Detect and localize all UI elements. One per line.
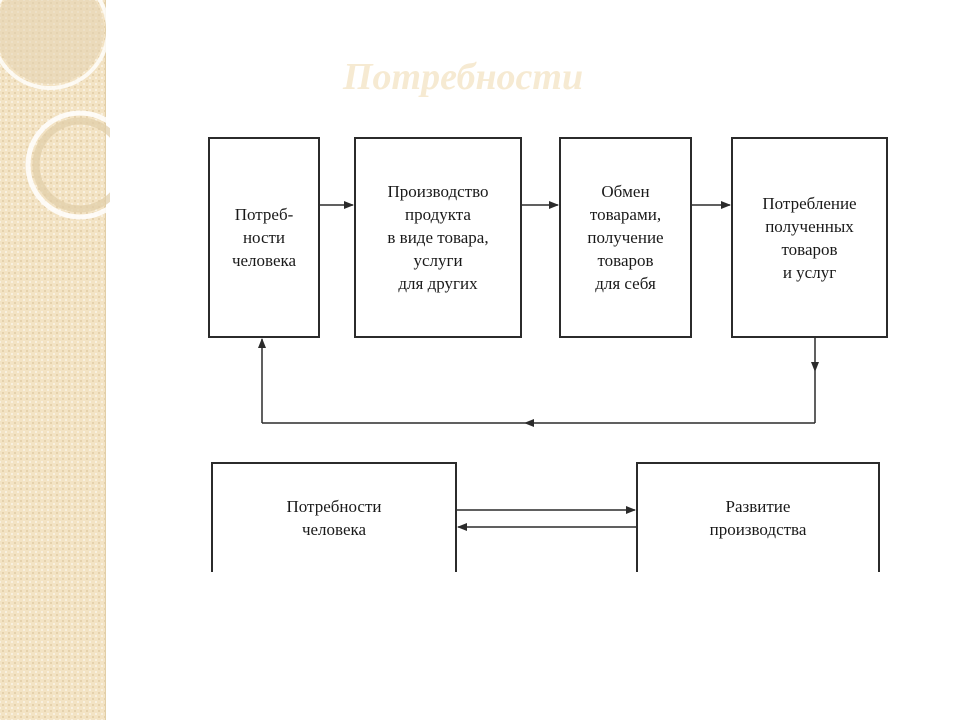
box-human-needs: Потребности человека	[211, 462, 457, 572]
box-consumption: Потребление полученных товаров и услуг	[731, 137, 888, 338]
decorative-rings	[0, 0, 110, 220]
box-production-development: Развитие производства	[636, 462, 880, 572]
box-needs: Потреб- ности человека	[208, 137, 320, 338]
slide-title: Потребности	[343, 56, 584, 98]
decorative-ring-1-fill	[0, 0, 104, 84]
decorative-ring-1	[0, 0, 110, 90]
decorative-ring-2	[25, 110, 110, 220]
box-production: Производство продукта в виде товара, усл…	[354, 137, 522, 338]
decorative-ring-3	[32, 117, 110, 213]
box-exchange: Обмен товарами, получение товаров для се…	[559, 137, 692, 338]
